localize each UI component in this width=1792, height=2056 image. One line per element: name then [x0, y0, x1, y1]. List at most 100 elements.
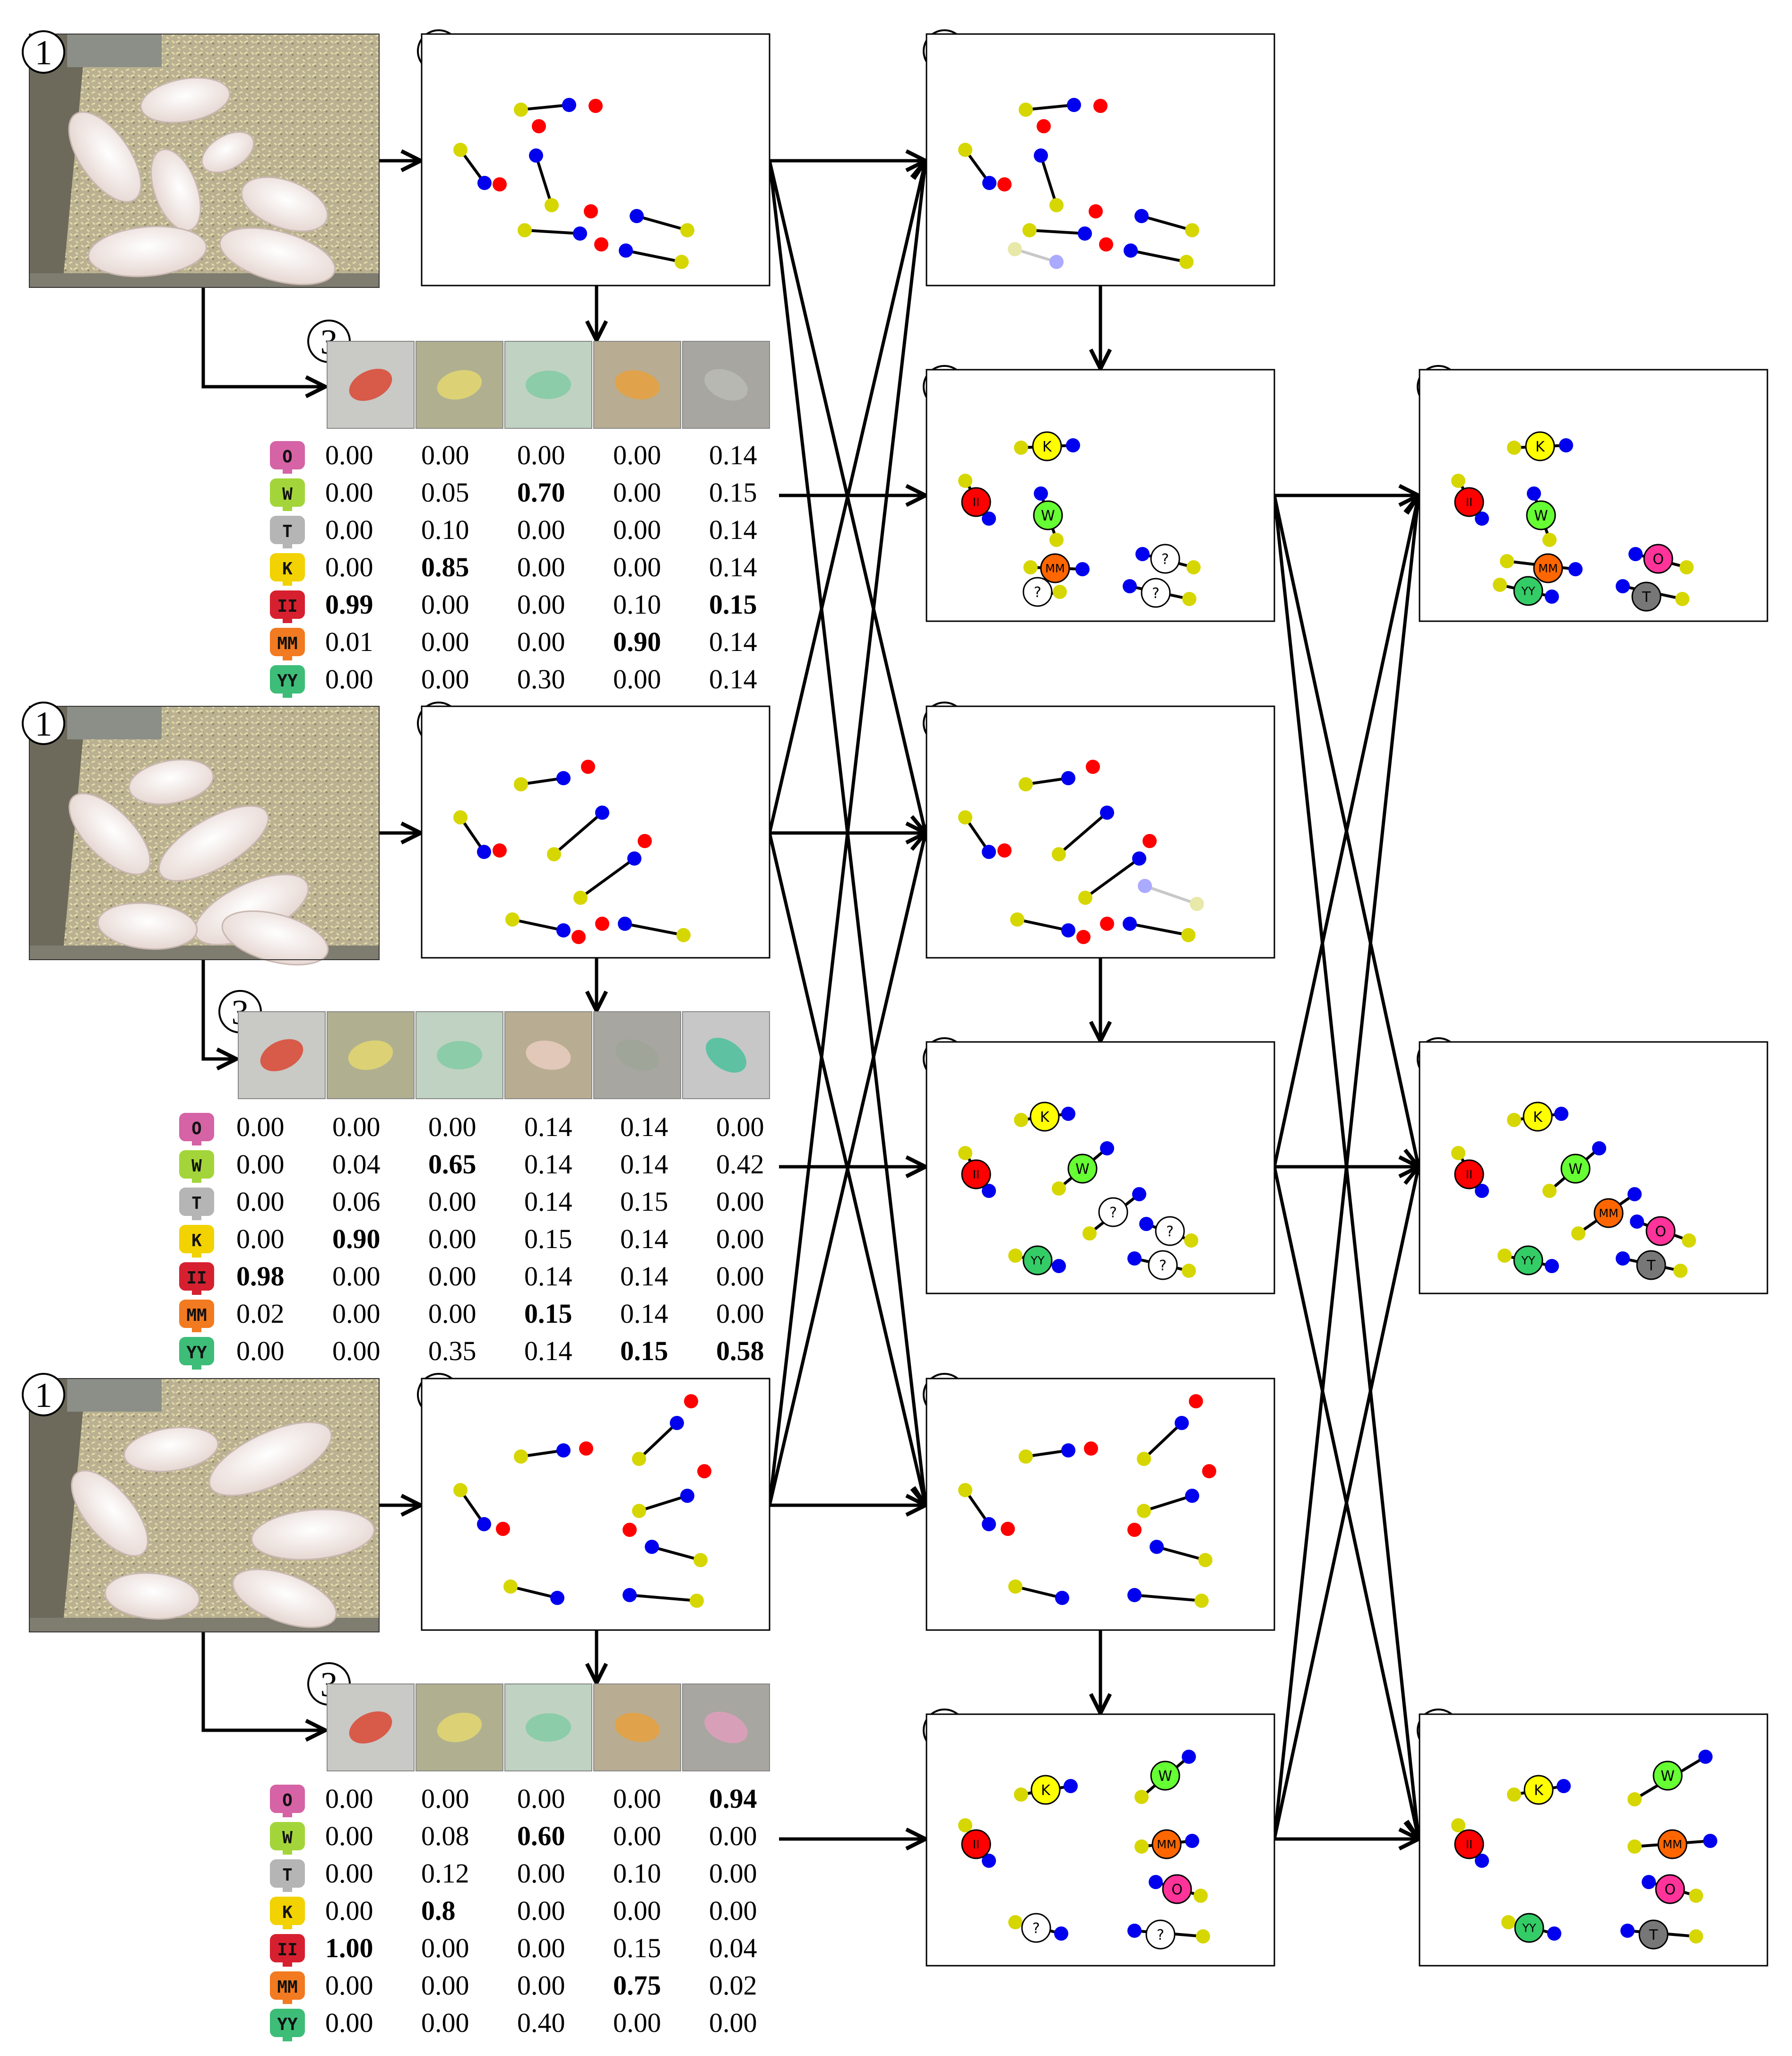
probability-value: 0.75	[613, 1970, 661, 2001]
neck-keypoint	[1052, 1259, 1066, 1273]
head-keypoint	[997, 843, 1012, 858]
pig-identity-badge	[1148, 1250, 1178, 1280]
probability-value: 0.00	[517, 1895, 565, 1926]
ear-tag-patch	[615, 1039, 659, 1071]
pig-identity-badge	[1655, 1874, 1685, 1904]
neck-keypoint	[1475, 1854, 1489, 1868]
pose-link	[524, 229, 580, 235]
pig	[87, 226, 208, 278]
probability-value: 0.15	[524, 1298, 572, 1329]
pose-tracking-box	[926, 705, 1275, 959]
tail-keypoint	[1134, 1839, 1149, 1854]
tail-keypoint	[1675, 592, 1689, 606]
pig-identity-badge	[1022, 577, 1053, 607]
pig-identity-label: ?	[1152, 585, 1160, 602]
pig-identity-badge	[1030, 1102, 1060, 1132]
head-keypoint	[1001, 1522, 1015, 1536]
pig-identity-label: K	[1041, 1782, 1051, 1799]
probability-value: 0.14	[709, 440, 757, 470]
faded-pose-link	[1144, 885, 1197, 905]
probability-value: 0.00	[517, 1783, 565, 1814]
pig-identity-label: II	[973, 1838, 979, 1851]
ear-tag-patch	[349, 1711, 392, 1744]
pig-identity-badge	[1560, 1154, 1591, 1184]
tail-keypoint	[1628, 1839, 1642, 1854]
pose-link	[625, 249, 682, 263]
feeder	[67, 34, 162, 67]
probability-value: 0.00	[421, 1933, 469, 1963]
pig-identity-label: T	[1642, 589, 1651, 606]
probability-value: 0.00	[421, 440, 469, 470]
ear-tag-code: W	[282, 485, 293, 504]
pig-identity-badge	[1162, 1874, 1192, 1904]
tail-keypoint	[514, 777, 528, 791]
tail-keypoint	[1078, 891, 1092, 905]
pig	[140, 77, 231, 123]
tail-keypoint	[1049, 533, 1064, 547]
probability-value: 0.00	[428, 1186, 476, 1217]
pose-link	[1143, 1422, 1183, 1460]
ear-tag-code: YY	[277, 671, 298, 691]
tail-keypoint	[693, 1553, 708, 1567]
faded-neck-keypoint	[1049, 255, 1064, 269]
ear-tag-patch	[615, 370, 660, 399]
probability-value: 0.98	[236, 1261, 285, 1292]
neck-keypoint	[1185, 1834, 1199, 1848]
neck-keypoint	[1034, 148, 1048, 163]
probability-value: 0.8	[421, 1895, 456, 1926]
camera-frame	[29, 1378, 380, 1632]
pose-link	[629, 1594, 697, 1602]
pig-identity-badge	[1030, 1775, 1061, 1805]
tail-keypoint	[1451, 1818, 1465, 1832]
head-keypoint	[493, 177, 507, 191]
probability-value: 0.90	[613, 626, 661, 657]
tail-keypoint	[1571, 1226, 1585, 1241]
neck-keypoint	[595, 806, 609, 820]
pig-identity-badge	[1643, 544, 1673, 574]
pig-identity-badge	[1155, 1216, 1185, 1246]
tail-keypoint	[1195, 1594, 1209, 1608]
probability-value: 0.00	[236, 1336, 285, 1366]
probability-value: 0.14	[620, 1261, 668, 1292]
step-number-label: 1	[35, 34, 52, 72]
probability-value: 0.00	[421, 589, 469, 620]
tail-keypoint	[632, 1452, 646, 1466]
head-keypoint	[1127, 1523, 1142, 1537]
tail-keypoint	[1014, 1113, 1028, 1127]
neck-keypoint	[573, 226, 587, 241]
pig-identity-label: MM	[1538, 562, 1558, 575]
pig-identity-badge	[1524, 1775, 1554, 1805]
head-keypoint	[697, 1464, 711, 1478]
tail-keypoint	[1182, 1264, 1196, 1278]
pig-identity-badge	[1533, 553, 1563, 583]
neck-keypoint	[1034, 486, 1048, 501]
tail-keypoint	[1498, 1249, 1512, 1263]
ear-tag-stem	[283, 656, 292, 660]
neck-keypoint	[1150, 1540, 1164, 1554]
tail-keypoint	[1134, 1790, 1149, 1804]
ear-tag-patch	[526, 370, 571, 399]
pose-link	[1015, 1585, 1063, 1599]
ear-tag-stem	[283, 581, 292, 586]
ear-tag-patch	[704, 369, 748, 401]
neck-keypoint	[1123, 917, 1137, 931]
pig-identity-label: ?	[1159, 1258, 1167, 1274]
neck-keypoint	[1642, 1875, 1656, 1889]
pose-link	[520, 104, 570, 111]
head-keypoint	[623, 1523, 637, 1537]
feeder	[67, 1379, 162, 1412]
pig	[71, 1470, 148, 1557]
ear-tag-patch	[706, 1038, 746, 1073]
probability-value: 0.00	[421, 1783, 469, 1814]
camera-frame-border	[29, 706, 380, 960]
pig	[208, 1422, 332, 1496]
keypoint-detection-box	[421, 705, 770, 959]
pig-identity-label: YY	[1521, 585, 1535, 598]
pig-identity-badge	[1653, 1761, 1683, 1791]
head-keypoint	[1100, 917, 1114, 931]
neck-keypoint	[529, 148, 543, 163]
tail-keypoint	[1689, 1889, 1703, 1903]
ear-tag-stem	[192, 1178, 201, 1183]
probability-value: 0.42	[716, 1149, 764, 1180]
neck-keypoint	[477, 845, 491, 859]
